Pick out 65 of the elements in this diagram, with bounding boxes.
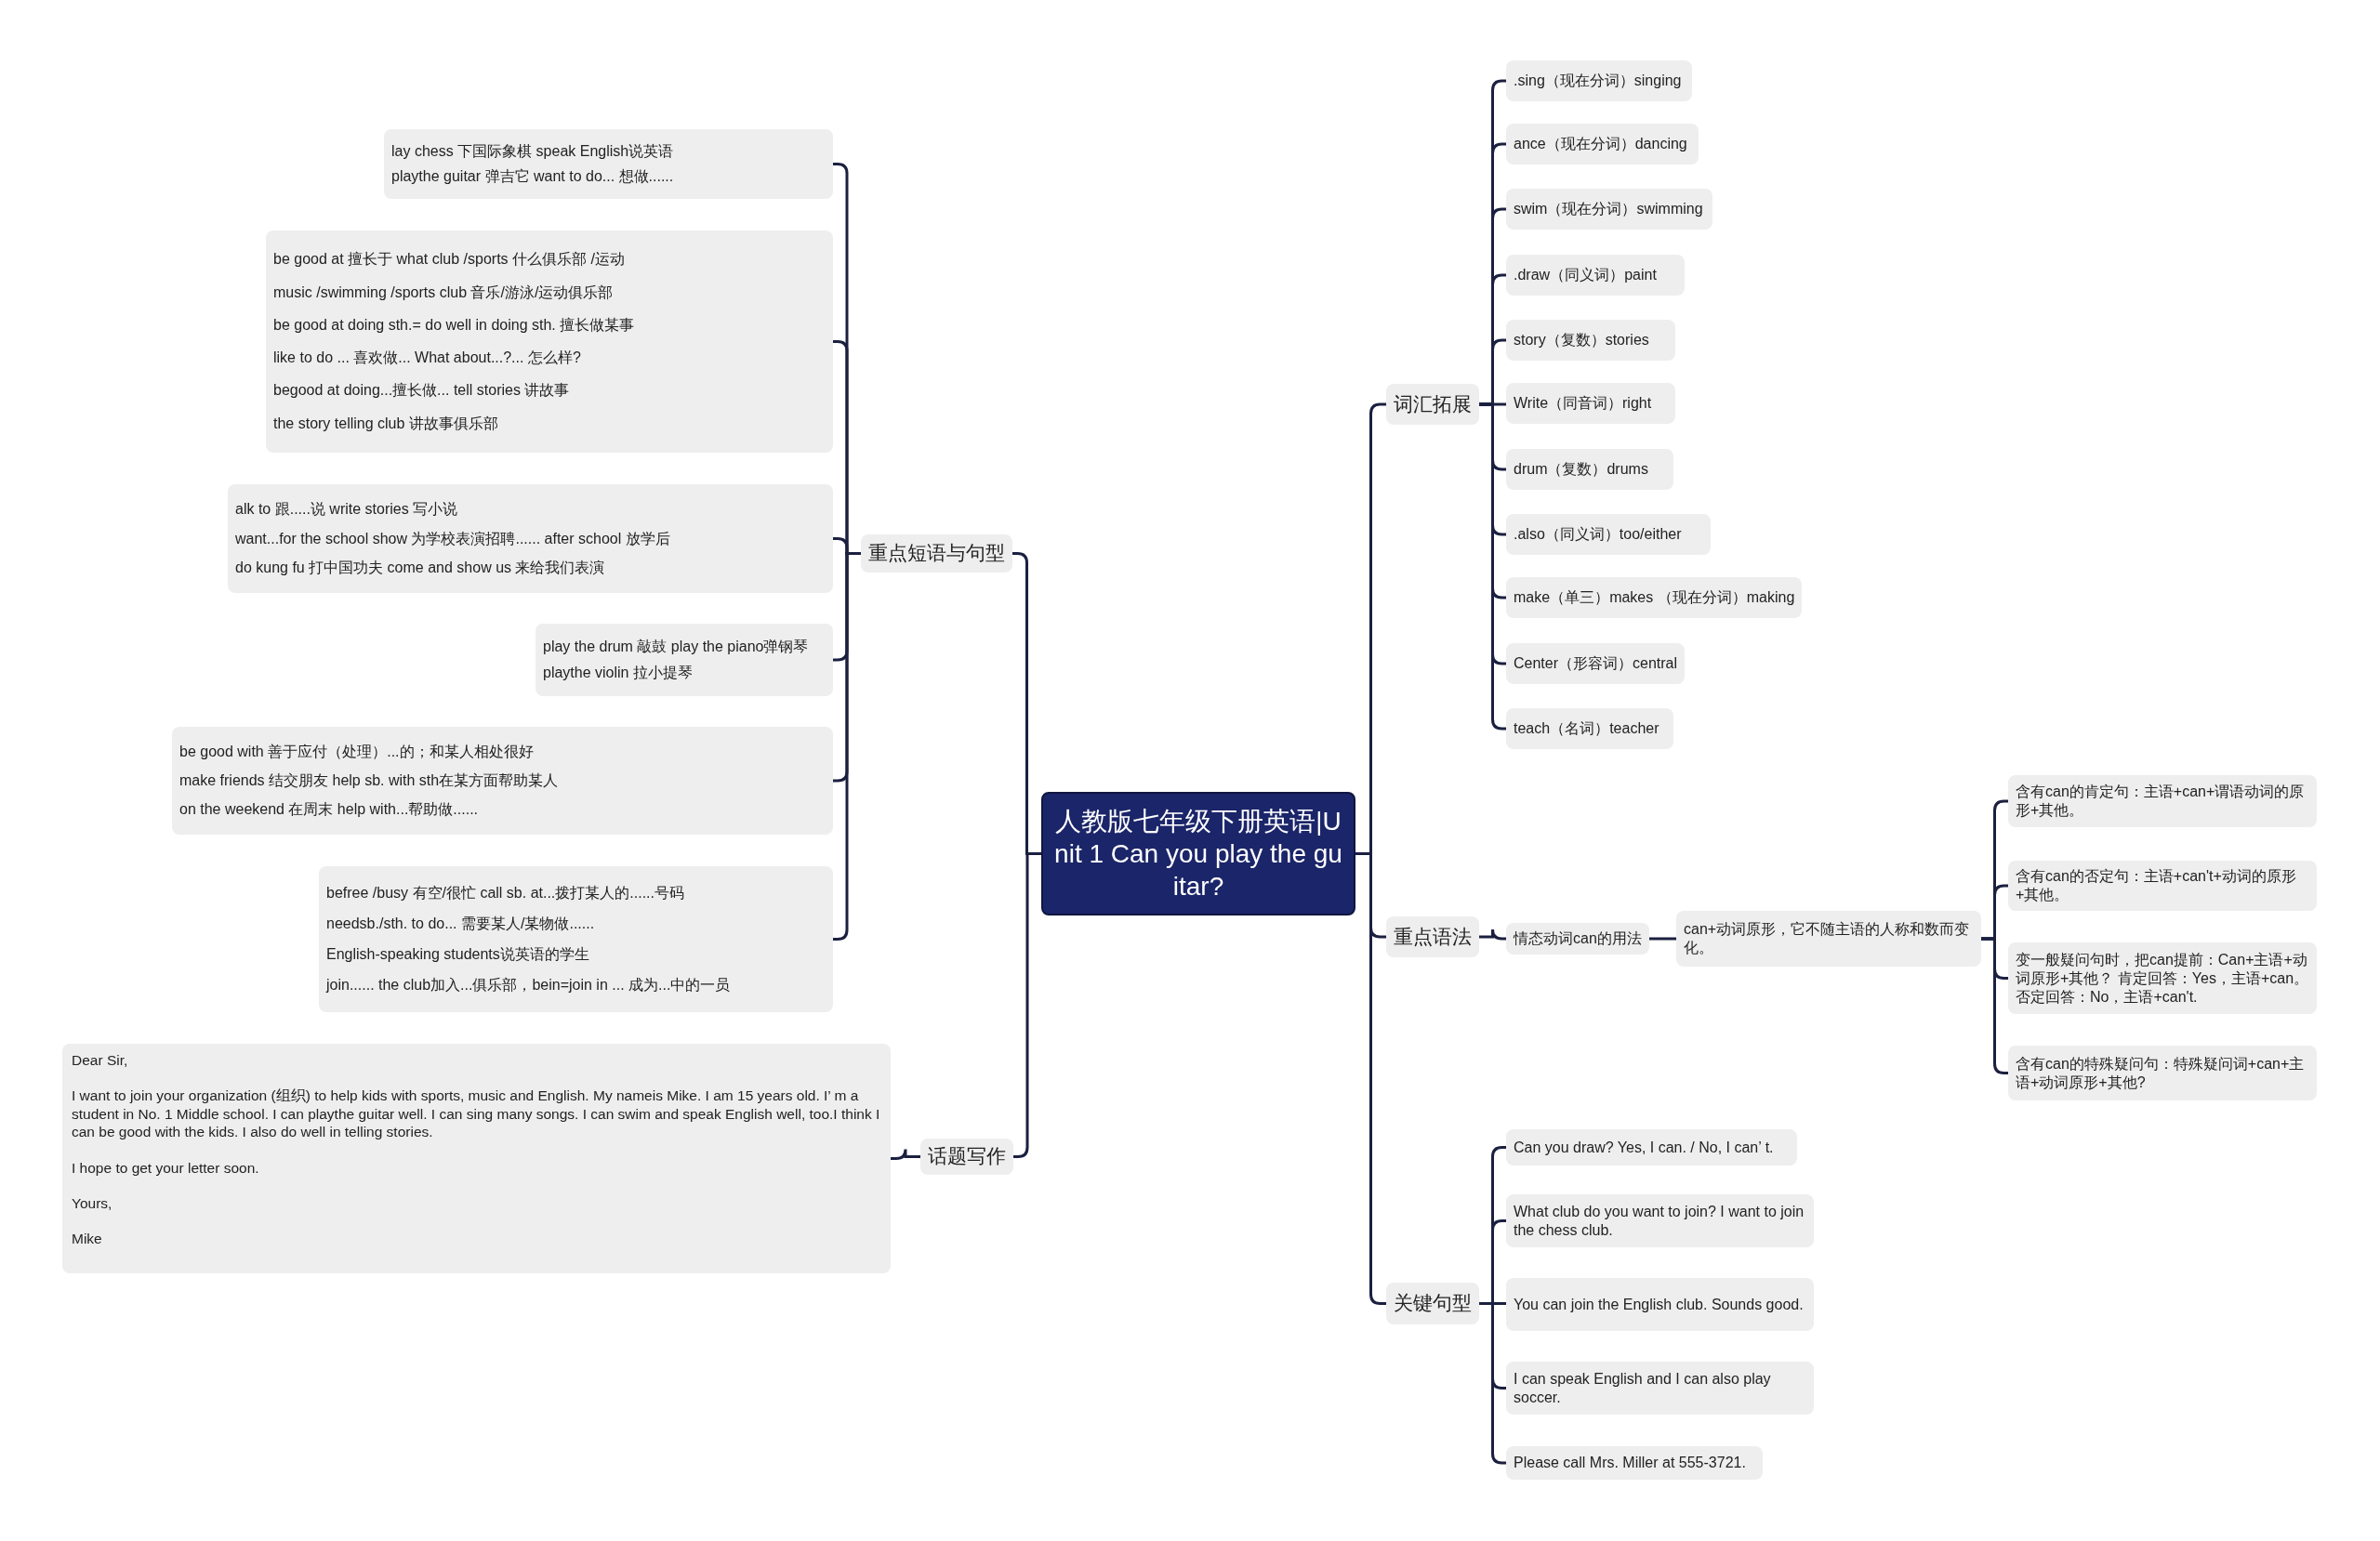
leaf-topic-box: Can you draw? Yes, I can. / No, I can’ t.: [1506, 1129, 1797, 1166]
leaf-topic-box: Please call Mrs. Miller at 555-3721.: [1506, 1446, 1763, 1480]
phrase-line: English-speaking students说英语的学生: [326, 945, 590, 964]
leaf-topic-box: can+动词原形，它不随主语的人称和数而变化。: [1676, 911, 1981, 967]
leaf-topic-box: I can speak English and I can also play soccer.: [1506, 1362, 1814, 1415]
central-topic-box: 人教版七年级下册英语|Unit 1 Can you play the guitar?: [1041, 792, 1355, 915]
phrase-line: playthe violin 拉小提琴: [543, 664, 694, 683]
leaf-topic-box: make（单三）makes （现在分词）making: [1506, 577, 1803, 618]
branch-topic-box: 词汇拓展: [1386, 384, 1479, 425]
phrase-line: make friends 结交朋友 help sb. with sth在某方面帮助某人: [179, 771, 560, 790]
letter-paragraph: Mike: [72, 1230, 103, 1248]
phrase-line: want...for the school show 为学校表演招聘...... after school 放学后: [235, 529, 671, 548]
leaf-topic-box: ance（现在分词）dancing: [1506, 124, 1699, 165]
phrase-line: be good with 善于应付（处理）...的；和某人相处很好: [179, 743, 535, 761]
leaf-topic-box: swim（现在分词）swimming: [1506, 189, 1712, 230]
branch-topic-box: 关键句型: [1386, 1283, 1479, 1324]
letter-card: [62, 1044, 891, 1273]
leaf-topic-box: You can join the English club. Sounds good.: [1506, 1278, 1814, 1331]
phrase-card: [319, 866, 833, 1012]
leaf-topic-box: What club do you want to join? I want to join the chess club.: [1506, 1194, 1814, 1247]
phrase-line: the story telling club 讲故事俱乐部: [273, 414, 499, 433]
phrase-line: join...... the club加入...俱乐部，bein=join in ... 成为...中的一员: [326, 976, 732, 994]
phrase-card: [536, 624, 833, 696]
leaf-topic-box: 含有can的肯定句：主语+can+谓语动词的原形+其他。: [2008, 775, 2317, 827]
leaf-topic-box: drum（复数）drums: [1506, 449, 1673, 490]
letter-paragraph: Yours,: [72, 1193, 113, 1213]
phrase-line: music /swimming /sports club 音乐/游泳/运动俱乐部: [273, 283, 615, 302]
connector-line: [1649, 937, 1676, 941]
leaf-topic-box: 情态动词can的用法: [1506, 923, 1649, 955]
leaf-topic-box: .sing（现在分词）singing: [1506, 60, 1692, 101]
leaf-topic-box: Write（同音词）right: [1506, 383, 1675, 424]
phrase-line: be good at doing sth.= do well in doing sth. 擅长做某事: [273, 315, 636, 335]
phrase-line: befree /busy 有空/很忙 call sb. at...拨打某人的......号码: [326, 884, 685, 902]
phrase-line: be good at 擅长于 what club /sports 什么俱乐部 /运动: [273, 250, 626, 270]
branch-topic-box: 重点短语与句型: [861, 534, 1012, 573]
leaf-topic-box: .draw（同义词）paint: [1506, 255, 1685, 296]
letter-paragraph: Dear Sir,: [72, 1051, 129, 1070]
phrase-card: [228, 484, 833, 593]
phrase-card: [172, 727, 833, 835]
connector-line: [1355, 852, 1386, 1305]
connector-line: [1479, 928, 1506, 941]
leaf-topic-box: 变一般疑问句时，把can提前：Can+主语+动词原形+其他？ 肯定回答：Yes，主语+can。否定回答：No，主语+can't.: [2008, 942, 2317, 1014]
letter-paragraph: I want to join your organization (组织) to help kids with sports, music and English. My nameis Mike. I am 15 years old. I’ m a student in No. 1 Middle school. I can playthe guitar well. I can sing many songs. I can swim and speak English well, too.I think I can be good with the kids. I also do well in telling stories.: [72, 1087, 881, 1141]
leaf-topic-box: story（复数）stories: [1506, 320, 1675, 361]
connector-line: [891, 1148, 920, 1160]
letter-paragraph: I hope to get your letter soon.: [72, 1158, 260, 1177]
branch-topic-box: 话题写作: [920, 1139, 1013, 1175]
phrase-line: alk to 跟.....说 write stories 写小说: [235, 500, 459, 520]
phrase-line: play the drum 敲鼓 play the piano弹钢琴: [543, 637, 810, 656]
branch-topic-box: 重点语法: [1386, 916, 1479, 957]
phrase-line: needsb./sth. to do... 需要某人/某物做......: [326, 915, 596, 933]
phrase-line: playthe guitar 弹吉它 want to do... 想做......: [391, 167, 675, 187]
leaf-topic-box: 含有can的否定句：主语+can't+动词的原形+其他。: [2008, 861, 2317, 911]
leaf-topic-box: .also（同义词）too/either: [1506, 514, 1711, 555]
phrase-line: begood at doing...擅长做... tell stories 讲故事: [273, 381, 571, 401]
phrase-card: [266, 230, 833, 453]
connector-line: [833, 552, 861, 941]
phrase-line: do kung fu 打中国功夫 come and show us 来给我们表演: [235, 558, 606, 577]
leaf-topic-box: Center（形容词）central: [1506, 643, 1686, 684]
leaf-topic-box: 含有can的特殊疑问句：特殊疑问词+can+主语+动词原形+其他?: [2008, 1046, 2317, 1100]
phrase-line: lay chess 下国际象棋 speak English说英语: [391, 141, 675, 161]
phrase-line: like to do ... 喜欢做... What about...?... 怎么样?: [273, 349, 582, 368]
phrase-line: on the weekend 在周末 help with...帮助做......: [179, 800, 480, 819]
leaf-topic-box: teach（名词）teacher: [1506, 708, 1673, 749]
phrase-card: [384, 129, 833, 199]
